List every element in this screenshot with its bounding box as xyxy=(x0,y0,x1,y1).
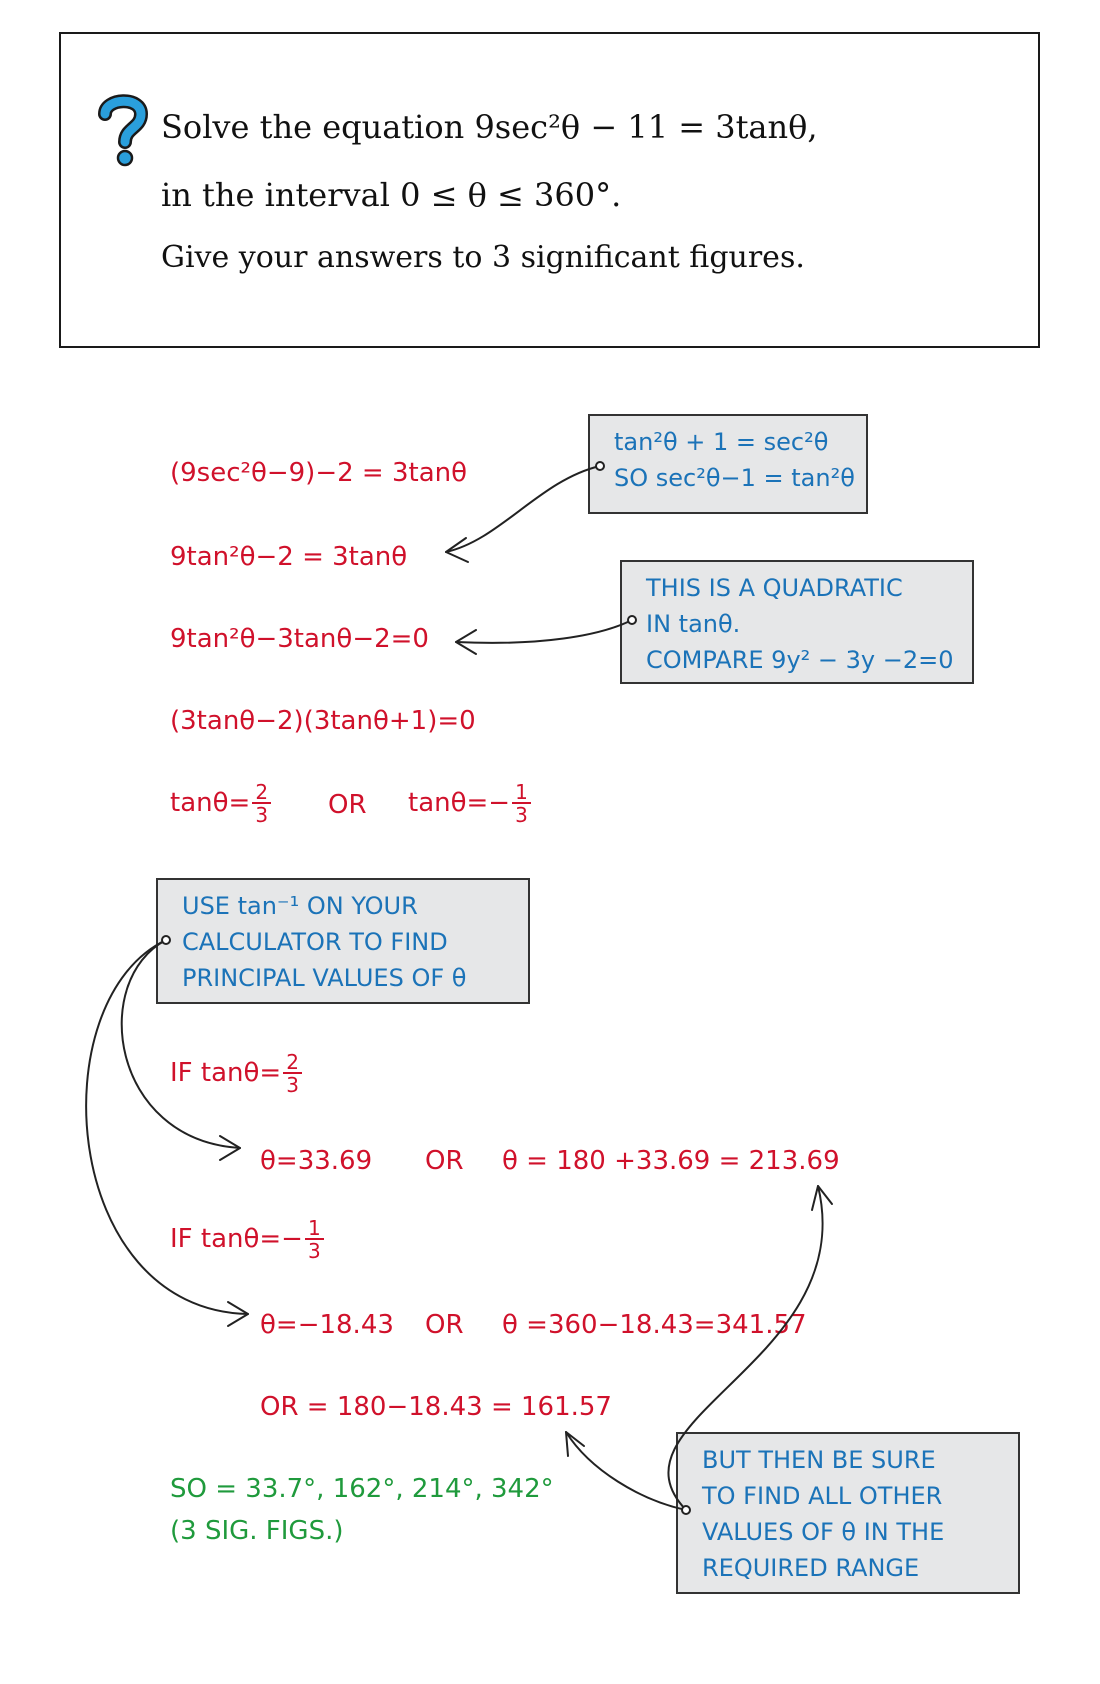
note-line: COMPARE 9y² − 3y −2=0 xyxy=(646,646,954,674)
question-line-1: Solve the equation 9sec²θ − 11 = 3tanθ, xyxy=(161,108,818,146)
note-line: USE tan⁻¹ ON YOUR xyxy=(182,892,418,920)
fraction-numerator: 1 xyxy=(512,782,531,804)
note-line: REQUIRED RANGE xyxy=(702,1554,920,1582)
step-4: (3tanθ−2)(3tanθ+1)=0 xyxy=(170,706,476,736)
solution-2-b: θ =360−18.43=341.57 xyxy=(502,1310,807,1340)
quadratic-note: THIS IS A QUADRATIC IN tanθ. COMPARE 9y²… xyxy=(620,560,974,684)
note-line: THIS IS A QUADRATIC xyxy=(646,574,903,602)
solution-1-or: OR xyxy=(425,1146,464,1176)
step-3: 9tan²θ−3tanθ−2=0 xyxy=(170,624,429,654)
step-1: (9sec²θ−9)−2 = 3tanθ xyxy=(170,458,468,488)
step-5-or: OR xyxy=(328,790,367,820)
note-line: PRINCIPAL VALUES OF θ xyxy=(182,964,467,992)
if-2-label: IF tanθ=− xyxy=(170,1224,303,1254)
fraction-denominator: 3 xyxy=(515,803,528,827)
note-line: TO FIND ALL OTHER xyxy=(702,1482,943,1510)
identity-note: tan²θ + 1 = sec²θ SO sec²θ−1 = tan²θ xyxy=(588,414,868,514)
step-5-a-label: tanθ= xyxy=(170,788,251,818)
step-5-b-label: tanθ=− xyxy=(408,788,511,818)
fraction-numerator: 1 xyxy=(304,1218,324,1240)
note-line: IN tanθ. xyxy=(646,610,741,638)
arrow-range-to-solution-3 xyxy=(565,1431,687,1511)
arrow-quadratic-to-step3 xyxy=(455,619,633,644)
note-line: VALUES OF θ IN THE xyxy=(702,1518,945,1546)
calculator-note: USE tan⁻¹ ON YOUR CALCULATOR TO FIND PRI… xyxy=(156,878,530,1004)
fraction-denominator: 3 xyxy=(307,1239,321,1263)
question-mark-icon xyxy=(98,94,149,167)
fraction-denominator: 3 xyxy=(255,803,269,827)
note-line: CALCULATOR TO FIND xyxy=(182,928,448,956)
question-box: Solve the equation 9sec²θ − 11 = 3tanθ, … xyxy=(59,32,1040,348)
question-line-3: Give your answers to 3 significant figur… xyxy=(161,240,805,275)
final-answer-note: (3 SIG. FIGS.) xyxy=(170,1516,344,1546)
solution-1-b: θ = 180 +33.69 = 213.69 xyxy=(502,1146,840,1176)
solution-2-a: θ=−18.43 xyxy=(260,1310,394,1340)
step-2: 9tan²θ−2 = 3tanθ xyxy=(170,542,408,572)
fraction-numerator: 2 xyxy=(252,782,272,804)
note-line: SO sec²θ−1 = tan²θ xyxy=(614,464,855,492)
fraction-numerator: 2 xyxy=(283,1052,302,1074)
if-1-label: IF tanθ= xyxy=(170,1058,282,1088)
arrow-identity-to-step2 xyxy=(445,465,601,553)
solution-2-or: OR xyxy=(425,1310,464,1340)
fraction-denominator: 3 xyxy=(286,1073,299,1097)
solution-3: OR = 180−18.43 = 161.57 xyxy=(260,1392,612,1422)
note-line: tan²θ + 1 = sec²θ xyxy=(614,428,829,456)
range-note: BUT THEN BE SURE TO FIND ALL OTHER VALUE… xyxy=(676,1432,1020,1594)
question-line-2: in the interval 0 ≤ θ ≤ 360°. xyxy=(161,176,622,214)
note-line: BUT THEN BE SURE xyxy=(702,1446,936,1474)
final-answer: SO = 33.7°, 162°, 214°, 342° xyxy=(170,1474,554,1504)
solution-1-a: θ=33.69 xyxy=(260,1146,373,1176)
